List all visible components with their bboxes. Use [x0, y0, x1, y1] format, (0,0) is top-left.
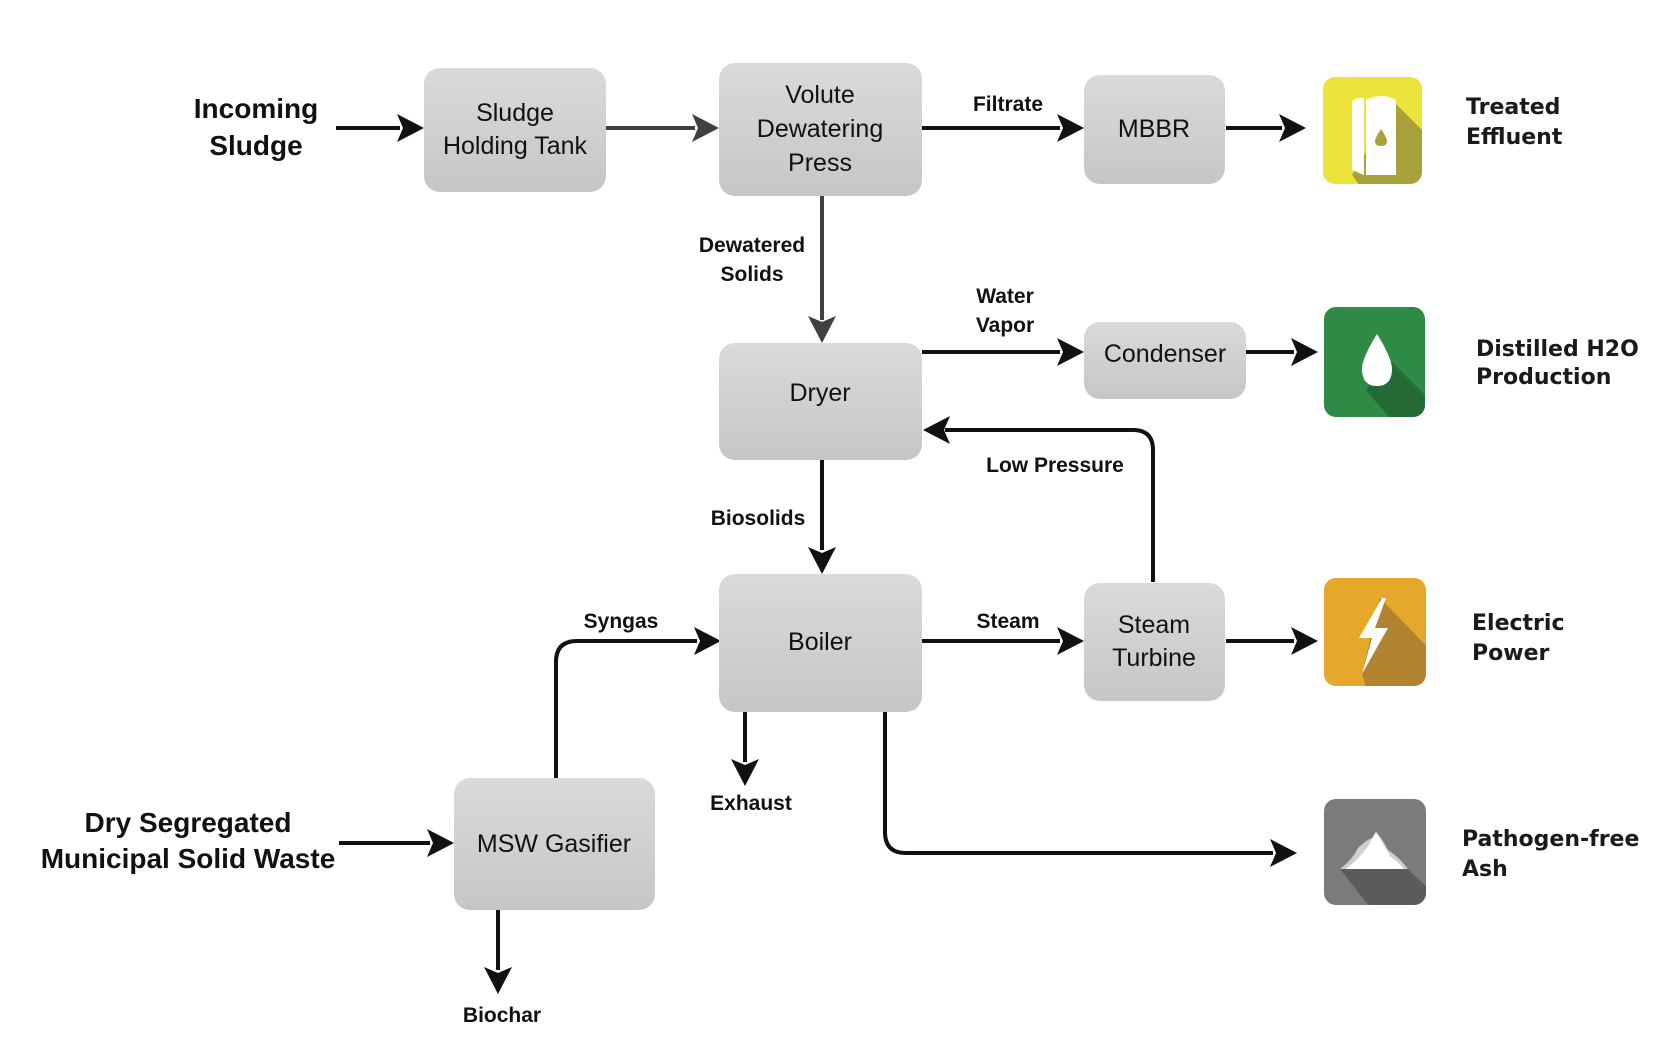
node-volute-dewatering-press[interactable]: Volute Dewatering Press — [719, 63, 922, 196]
flow-label-dewatered: Dewatered — [699, 234, 805, 257]
node-label-line: Holding Tank — [443, 132, 588, 160]
arrowhead-exhaust — [731, 759, 759, 786]
node-msw-gasifier[interactable]: MSW Gasifier — [454, 778, 655, 910]
water-drop-icon — [1324, 307, 1425, 417]
node-label-line: Dewatering — [757, 115, 883, 143]
flow-label-vapor: Vapor — [976, 314, 1034, 337]
input-incoming-sludge: Incoming Sludge — [194, 93, 318, 161]
output-label-line: Power — [1472, 641, 1549, 666]
output-pathogen-free-ash: Pathogen-free Ash — [1324, 799, 1639, 905]
arrowhead-tank-press — [692, 114, 719, 142]
node-dryer[interactable]: Dryer — [719, 343, 922, 460]
node-label-line: MBBR — [1118, 115, 1190, 143]
arrowhead-msw — [427, 829, 454, 857]
node-condenser[interactable]: Condenser — [1084, 322, 1246, 399]
arrow-turbine-to-dryer — [945, 428, 1155, 582]
output-label-line: Electric — [1472, 611, 1564, 636]
arrowhead-biosolids — [808, 547, 836, 574]
arrowhead-incoming — [397, 114, 424, 142]
lightning-bolt-icon — [1324, 578, 1426, 686]
flow-label-low-pressure: Low Pressure — [986, 454, 1124, 477]
node-label-line: Volute — [785, 81, 855, 109]
flow-label-steam: Steam — [976, 610, 1039, 633]
flow-label-syngas: Syngas — [584, 610, 659, 633]
connectors — [336, 114, 1318, 994]
output-electric-power: Electric Power — [1324, 578, 1564, 686]
arrow-gasifier-to-boiler — [554, 639, 697, 778]
output-label-line: Treated — [1466, 95, 1560, 120]
node-boiler[interactable]: Boiler — [719, 574, 922, 712]
arrowhead-ash — [1270, 839, 1297, 867]
output-treated-effluent: Treated Effluent — [1323, 77, 1563, 184]
node-label-line: Steam — [1118, 611, 1190, 639]
input-msw: Dry Segregated Municipal Solid Waste — [41, 807, 336, 874]
input-label-line: Municipal Solid Waste — [41, 843, 336, 874]
input-label-line: Incoming — [194, 93, 318, 124]
arrowhead-distilled — [1291, 338, 1318, 366]
node-label-line: Turbine — [1112, 644, 1196, 672]
node-mbbr[interactable]: MBBR — [1084, 75, 1225, 184]
output-label-line: Production — [1476, 365, 1611, 390]
arrowhead-power — [1291, 627, 1318, 655]
node-label-line: Sludge — [476, 99, 554, 127]
arrowhead-filtrate — [1057, 114, 1084, 142]
arrowhead-steam — [1057, 627, 1084, 655]
flow-label-biosolids: Biosolids — [711, 507, 806, 530]
flow-label-biochar: Biochar — [463, 1004, 541, 1027]
node-sludge-holding-tank[interactable]: Sludge Holding Tank — [424, 68, 606, 192]
node-label-line: Boiler — [788, 628, 852, 656]
arrowhead-syngas — [694, 627, 721, 655]
output-label-line: Pathogen-free — [1462, 827, 1639, 852]
input-label-line: Dry Segregated — [85, 807, 292, 838]
node-steam-turbine[interactable]: Steam Turbine — [1084, 583, 1225, 701]
output-label-line: Effluent — [1466, 125, 1563, 150]
node-label-line: Dryer — [789, 379, 850, 407]
flow-label-water: Water — [976, 285, 1034, 308]
arrowhead-effluent — [1279, 114, 1306, 142]
input-label-line: Sludge — [209, 130, 302, 161]
flow-label-filtrate: Filtrate — [973, 93, 1043, 116]
arrowhead-low-pressure — [923, 416, 950, 444]
arrow-boiler-to-ash — [883, 712, 1273, 855]
flow-label-solids: Solids — [720, 263, 783, 286]
node-label-line: MSW Gasifier — [477, 830, 631, 858]
flow-label-exhaust: Exhaust — [710, 792, 792, 815]
arrowhead-vapor — [1057, 338, 1084, 366]
node-label-line: Condenser — [1104, 340, 1226, 368]
arrowhead-biochar — [484, 967, 512, 994]
output-label-line: Distilled H2O — [1476, 337, 1639, 362]
ash-pile-icon — [1324, 799, 1426, 905]
water-tank-icon — [1323, 77, 1422, 184]
arrowhead-dewatered — [808, 316, 836, 343]
node-label-line: Press — [788, 149, 852, 177]
output-label-line: Ash — [1462, 857, 1508, 882]
output-distilled-water: Distilled H2O Production — [1324, 307, 1639, 417]
